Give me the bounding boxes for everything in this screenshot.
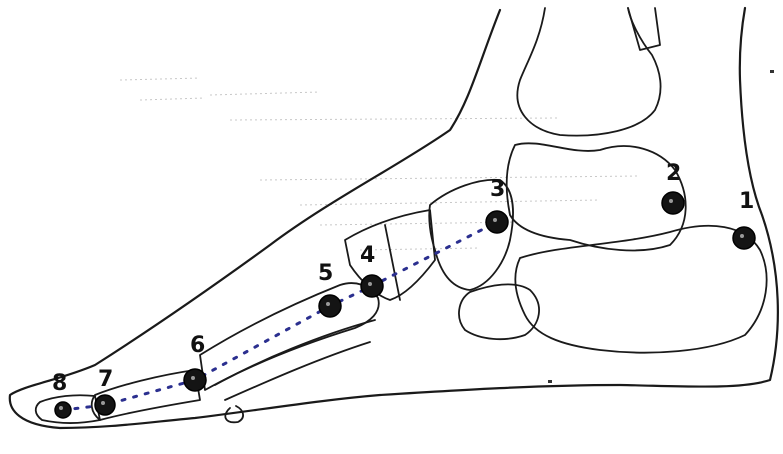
landmark-label: 3 <box>490 177 505 202</box>
landmark-3: 3 <box>486 177 508 233</box>
landmark-marker-center <box>493 218 497 222</box>
landmark-7: 7 <box>95 367 115 415</box>
landmark-label: 4 <box>360 243 375 268</box>
landmark-label: 5 <box>318 261 333 286</box>
first-metatarsal-bone <box>200 283 379 390</box>
landmark-marker <box>733 227 755 249</box>
landmark-label: 1 <box>739 189 754 214</box>
landmark-marker-center <box>669 199 673 203</box>
landmark-8: 8 <box>52 371 71 418</box>
tibia-bone <box>517 8 660 136</box>
landmark-markers: 1 2 3 4 5 6 7 <box>52 161 755 418</box>
landmark-6: 6 <box>184 333 206 391</box>
landmark-label: 6 <box>190 333 205 358</box>
cuboid-bone <box>459 284 539 339</box>
faint-background-text <box>120 78 640 250</box>
landmark-marker <box>486 211 508 233</box>
landmark-label: 8 <box>52 371 67 396</box>
landmark-marker-center <box>191 376 195 380</box>
landmark-marker-center <box>59 406 63 410</box>
landmark-marker-center <box>101 401 105 405</box>
landmark-marker <box>55 402 71 418</box>
landmark-2: 2 <box>662 161 684 214</box>
landmark-marker-center <box>368 282 372 286</box>
landmark-marker-center <box>740 234 744 238</box>
landmark-marker <box>662 192 684 214</box>
landmark-marker <box>319 295 341 317</box>
landmark-marker <box>184 369 206 391</box>
landmark-marker <box>361 275 383 297</box>
calcaneus-bone <box>515 226 766 353</box>
scan-speck <box>548 380 552 383</box>
dotted-connection-line <box>63 222 497 410</box>
landmark-marker-center <box>326 302 330 306</box>
landmark-1: 1 <box>733 189 755 249</box>
scan-speck <box>770 70 774 73</box>
landmark-label: 2 <box>666 161 681 186</box>
landmark-label: 7 <box>98 367 113 392</box>
landmark-marker <box>95 395 115 415</box>
landmark-4: 4 <box>360 243 383 297</box>
